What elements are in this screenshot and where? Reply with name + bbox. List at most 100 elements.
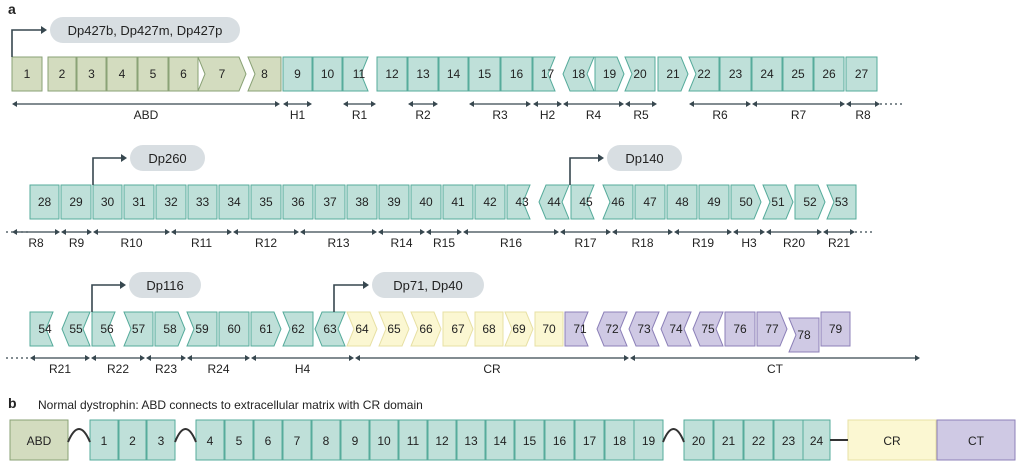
exon-74: 74 [660,311,692,347]
domain-label: R21 [828,236,850,250]
exon-number: 37 [323,195,337,209]
block-2: 2 [118,419,147,461]
promoter-label: Dp140 [625,151,663,166]
exon-number: 15 [478,67,492,81]
exon-7: 7 [197,56,247,92]
exon-13: 13 [407,56,439,92]
exon-number: 79 [829,322,843,336]
block-label: 2 [129,434,136,448]
exon-number: 46 [611,195,625,209]
exon-number: 67 [451,322,465,336]
exon-52: 52 [794,184,826,220]
block-14: 14 [485,419,515,461]
domain-label: R15 [433,236,455,250]
promoter-pill [372,272,484,298]
promoter-arrow [91,284,121,312]
block-label: 21 [722,434,736,448]
block-20: 20 [683,419,714,461]
exon-number: 8 [261,67,268,81]
promoter-arrow [333,284,364,312]
promoter-pill [50,17,240,43]
block-label: 19 [642,434,656,448]
domain-label: H3 [741,236,757,250]
exon-number: 23 [729,67,743,81]
block-6: 6 [253,419,283,461]
exon-number: 34 [227,195,241,209]
block-5: 5 [224,419,254,461]
exon-number: 16 [510,67,524,81]
domain-label: R17 [574,236,596,250]
exon-number: 55 [69,322,83,336]
domain-label: R8 [855,108,871,122]
exon-number: 14 [447,67,461,81]
domain-span-R18 [612,229,673,235]
domain-label: R19 [692,236,714,250]
exon-41: 41 [442,184,474,220]
exon-59: 59 [186,311,218,347]
exon-40: 40 [410,184,442,220]
exon-number: 60 [227,322,241,336]
domain-label: R13 [327,236,349,250]
exon-60: 60 [218,311,250,347]
promoter-dp116: Dp116 [91,272,201,312]
block-17: 17 [574,419,605,461]
exon-number: 66 [419,322,433,336]
domain-label: R2 [415,108,431,122]
block-label: 4 [207,434,214,448]
exon-29: 29 [60,184,92,220]
exon-number: 12 [385,67,399,81]
exon-number: 17 [541,67,555,81]
exon-number: 78 [797,328,811,342]
block-7: 7 [282,419,312,461]
exon-number: 24 [760,67,774,81]
exon-number: 61 [259,322,273,336]
exon-51: 51 [762,184,794,220]
exon-number: 28 [38,195,52,209]
domain-span-R3 [469,101,531,107]
exon-67: 67 [442,311,474,347]
domain-label: R7 [791,108,807,122]
exon-69: 69 [504,311,534,347]
domain-label: R9 [69,236,85,250]
exon-10: 10 [312,56,343,92]
exon-37: 37 [314,184,346,220]
exon-31: 31 [123,184,155,220]
exon-34: 34 [218,184,250,220]
block-ct: CT [936,419,1016,461]
block-label: 10 [377,434,391,448]
domain-label: R12 [255,236,277,250]
exon-78: 78 [788,317,820,353]
exon-number: 68 [482,322,496,336]
arrowhead [41,26,47,34]
domain-span-R12 [233,229,299,235]
exon-43: 43 [506,184,531,220]
domain-label: R22 [107,362,129,376]
exon-4: 4 [106,56,138,92]
exon-number: 69 [512,322,526,336]
domain-span-R13 [300,229,377,235]
exon-number: 50 [739,195,753,209]
domain-span-CT [630,355,920,361]
exon-number: 38 [355,195,369,209]
promoter-label: Dp427b, Dp427m, Dp427p [68,23,223,38]
exon-26: 26 [813,56,845,92]
block-label: 23 [782,434,796,448]
block-label: 22 [752,434,766,448]
domain-span-R15 [426,229,462,235]
domain-span-R23 [146,355,186,361]
domain-span-R11 [171,229,232,235]
promoter-label: Dp71, Dp40 [393,278,462,293]
exon-number: 43 [515,195,529,209]
domain-span-H2 [533,101,562,107]
block-label: 8 [323,434,330,448]
block-15: 15 [514,419,545,461]
block-10: 10 [369,419,399,461]
domain-label: R10 [120,236,142,250]
exon-number: 25 [791,67,805,81]
exon-50: 50 [730,184,762,220]
exon-9: 9 [282,56,313,92]
exon-57: 57 [123,311,154,347]
block-label: 24 [810,434,824,448]
domain-label: R20 [783,236,805,250]
domain-label: R4 [586,108,602,122]
